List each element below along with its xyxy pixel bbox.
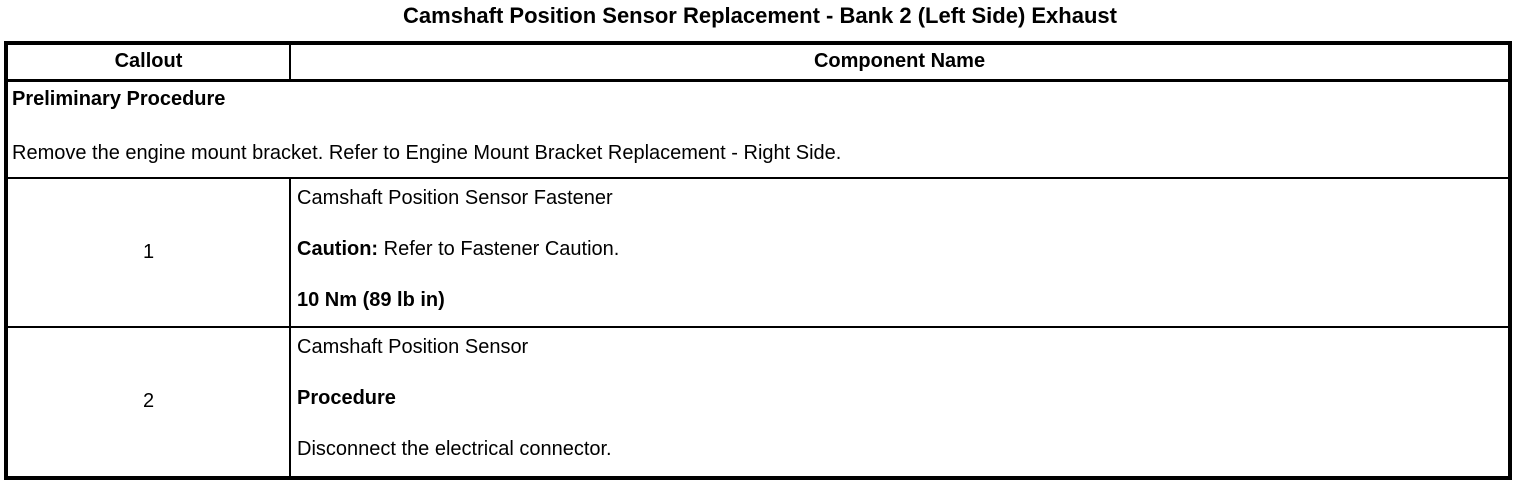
callout-number: 1 (5, 176, 291, 328)
preliminary-procedure-text: Remove the engine mount bracket. Refer t… (12, 141, 842, 164)
header-callout: Callout (5, 42, 291, 82)
preliminary-procedure-cell: Preliminary Procedure Remove the engine … (5, 79, 1511, 179)
procedure-text: Disconnect the electrical connector. (297, 437, 612, 460)
preliminary-procedure-heading: Preliminary Procedure (12, 87, 226, 110)
header-row: Callout Component Name (5, 42, 1511, 82)
torque-spec: 10 Nm (89 lb in) (297, 288, 445, 311)
component-cell: Camshaft Position Sensor Procedure Disco… (289, 325, 1511, 479)
component-name-text: Camshaft Position Sensor Fastener (297, 186, 613, 209)
component-cell: Camshaft Position Sensor Fastener Cautio… (289, 176, 1511, 328)
procedure-label: Procedure (297, 386, 396, 409)
caution-text: Refer to Fastener Caution. (378, 237, 620, 260)
table-row: 2 Camshaft Position Sensor Procedure Dis… (5, 325, 1511, 479)
header-component-name: Component Name (289, 42, 1511, 82)
preliminary-row: Preliminary Procedure Remove the engine … (5, 79, 1511, 179)
caution-label: Caution: (297, 237, 379, 260)
table-row: 1 Camshaft Position Sensor Fastener Caut… (5, 176, 1511, 328)
caution-line: Caution: Refer to Fastener Caution. (297, 237, 1502, 260)
callout-number: 2 (5, 325, 291, 479)
service-manual-page: Camshaft Position Sensor Replacement - B… (4, 3, 1512, 480)
page-title: Camshaft Position Sensor Replacement - B… (403, 3, 1117, 28)
component-name-text: Camshaft Position Sensor (297, 335, 529, 358)
component-table: Callout Component Name Preliminary Proce… (4, 41, 1512, 480)
